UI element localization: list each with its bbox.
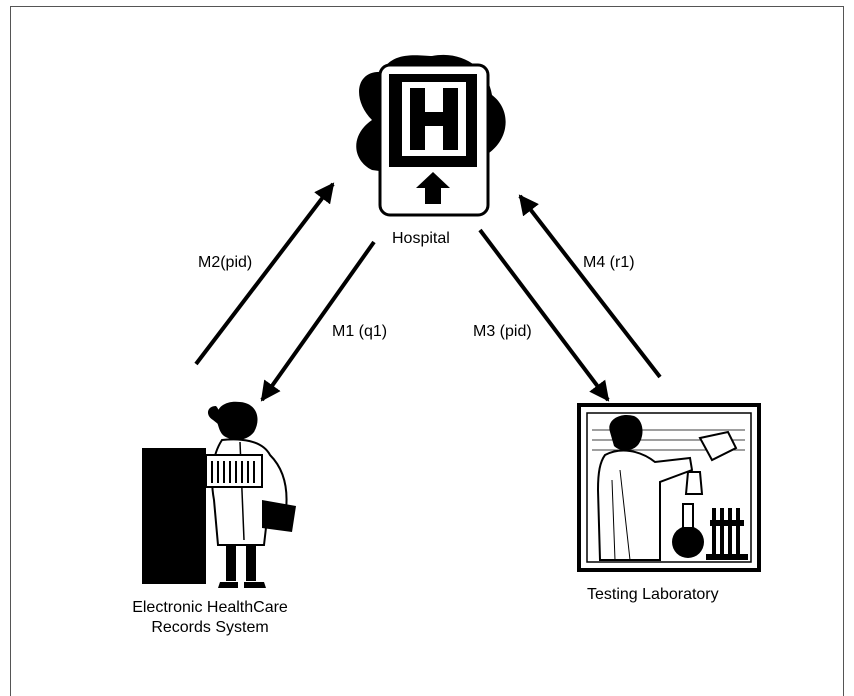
ehr-label-line2: Records System [151, 619, 269, 636]
arrow-m3 [478, 228, 610, 402]
arrow-m2 [194, 182, 335, 366]
hospital-icon [356, 54, 506, 217]
message-m1-label: M1 (q1) [332, 323, 388, 340]
laboratory-scientist-icon [577, 403, 761, 572]
ehr-label: Electronic HealthCare Records System [100, 598, 320, 638]
message-m2-label: M2(pid) [198, 254, 253, 271]
arrow-m1 [260, 240, 376, 402]
message-m3-label: M3 (pid) [473, 323, 532, 340]
ehr-label-line1: Electronic HealthCare [132, 599, 288, 616]
arrow-m4 [518, 194, 662, 379]
hospital-label: Hospital [392, 230, 450, 247]
lab-label: Testing Laboratory [587, 586, 719, 603]
message-m4-label: M4 (r1) [583, 254, 635, 271]
records-clinician-icon [142, 401, 296, 588]
diagram-frame [10, 6, 844, 696]
